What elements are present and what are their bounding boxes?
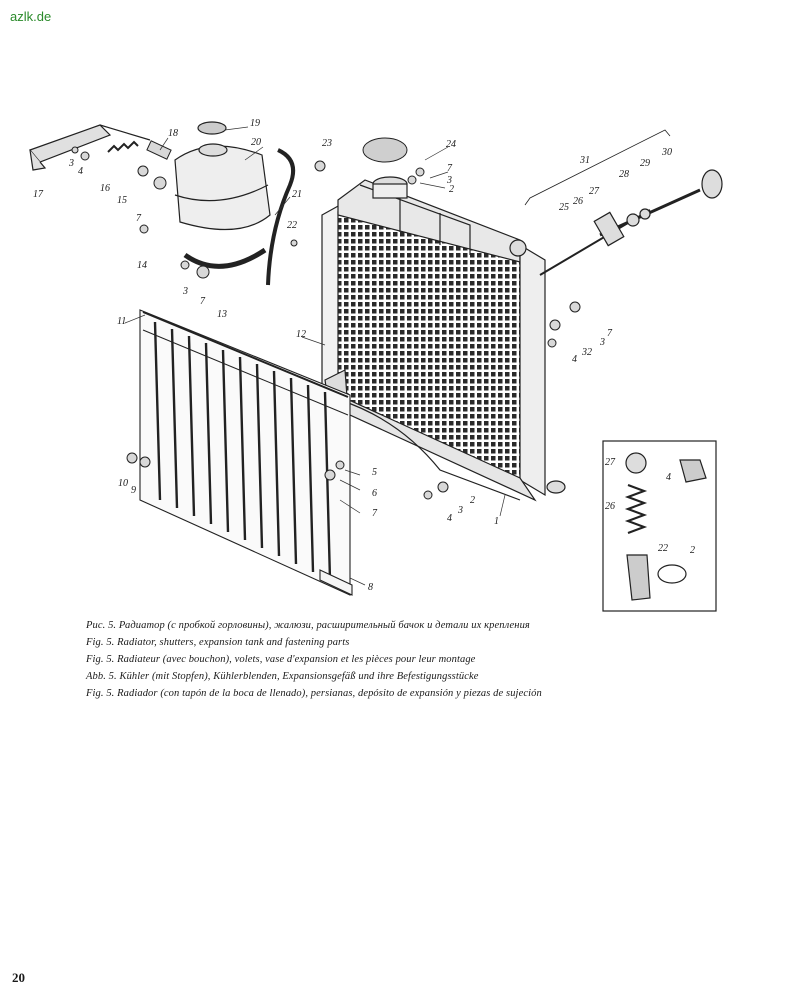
part-label: 4 [447, 513, 452, 524]
part-label: 3 [68, 158, 74, 169]
watermark: azlk.de [10, 9, 52, 24]
part-label: 4 [78, 166, 83, 177]
part-label: 7 [607, 328, 613, 339]
caption-ru: Рис. 5. Радиатор (с пробкой горловины), … [86, 620, 530, 631]
part-label: 10 [118, 478, 128, 489]
part-label: 26 [605, 501, 615, 512]
part-label: 9 [131, 485, 136, 496]
exploded-view-illustration: 1 2 2 2 3 3 3 3 3 4 4 4 4 5 6 7 7 7 7 7 … [28, 118, 723, 612]
radiator-shutters [139, 309, 353, 596]
bracket [28, 124, 151, 171]
part-label: 4 [666, 472, 671, 483]
fasteners [71, 137, 581, 500]
part-label: 21 [292, 189, 302, 200]
part-label: 25 [559, 202, 569, 213]
part-label: 30 [661, 147, 672, 158]
part-label: 23 [322, 138, 332, 149]
part-label: 3 [457, 505, 463, 516]
part-label: 15 [117, 195, 127, 206]
part-label: 22 [287, 220, 297, 231]
part-label: 2 [449, 184, 454, 195]
part-label: 8 [368, 582, 373, 593]
part-label: 2 [690, 545, 695, 556]
part-label: 3 [446, 175, 452, 186]
part-label: 5 [372, 467, 377, 478]
part-label: 18 [168, 128, 178, 139]
part-label: 7 [200, 296, 206, 307]
part-label: 13 [217, 309, 227, 320]
part-label: 27 [605, 457, 616, 468]
part-label: 17 [33, 189, 44, 200]
part-label: 22 [658, 543, 668, 554]
part-label: 12 [296, 329, 306, 340]
expansion-tank [174, 121, 295, 286]
part-label: 3 [599, 337, 605, 348]
part-label: 2 [470, 495, 475, 506]
part-label: 19 [250, 118, 260, 129]
part-label: 7 [372, 508, 378, 519]
part-label: 14 [137, 260, 147, 271]
part-label: 7 [447, 163, 453, 174]
part-label: 27 [589, 186, 600, 197]
part-label: 6 [372, 488, 377, 499]
part-labels: 1 2 2 2 3 3 3 3 3 4 4 4 4 5 6 7 7 7 7 7 … [33, 118, 695, 593]
detail-inset [602, 440, 717, 612]
part-label: 29 [640, 158, 650, 169]
part-label: 1 [494, 516, 499, 527]
part-label: 7 [136, 213, 142, 224]
caption-en: Fig. 5. Radiator, shutters, expansion ta… [86, 637, 350, 648]
part-label: 24 [446, 139, 456, 150]
part-label: 26 [573, 196, 583, 207]
part-label: 31 [579, 155, 590, 166]
caption-fr: Fig. 5. Radiateur (avec bouchon), volets… [86, 654, 476, 665]
page-number: 20 [12, 970, 25, 985]
part-label: 3 [182, 286, 188, 297]
part-label: 20 [251, 137, 261, 148]
part-label: 28 [619, 169, 629, 180]
caption-es: Fig. 5. Radiador (con tapón de la boca d… [86, 688, 542, 699]
part-label: 4 [572, 354, 577, 365]
part-label: 11 [117, 316, 126, 327]
shutter-control [524, 129, 723, 276]
radiator [321, 176, 566, 502]
part-label: 32 [581, 347, 592, 358]
part-label: 16 [100, 183, 110, 194]
caption-de: Abb. 5. Kühler (mit Stopfen), Kühlerblen… [86, 671, 479, 682]
